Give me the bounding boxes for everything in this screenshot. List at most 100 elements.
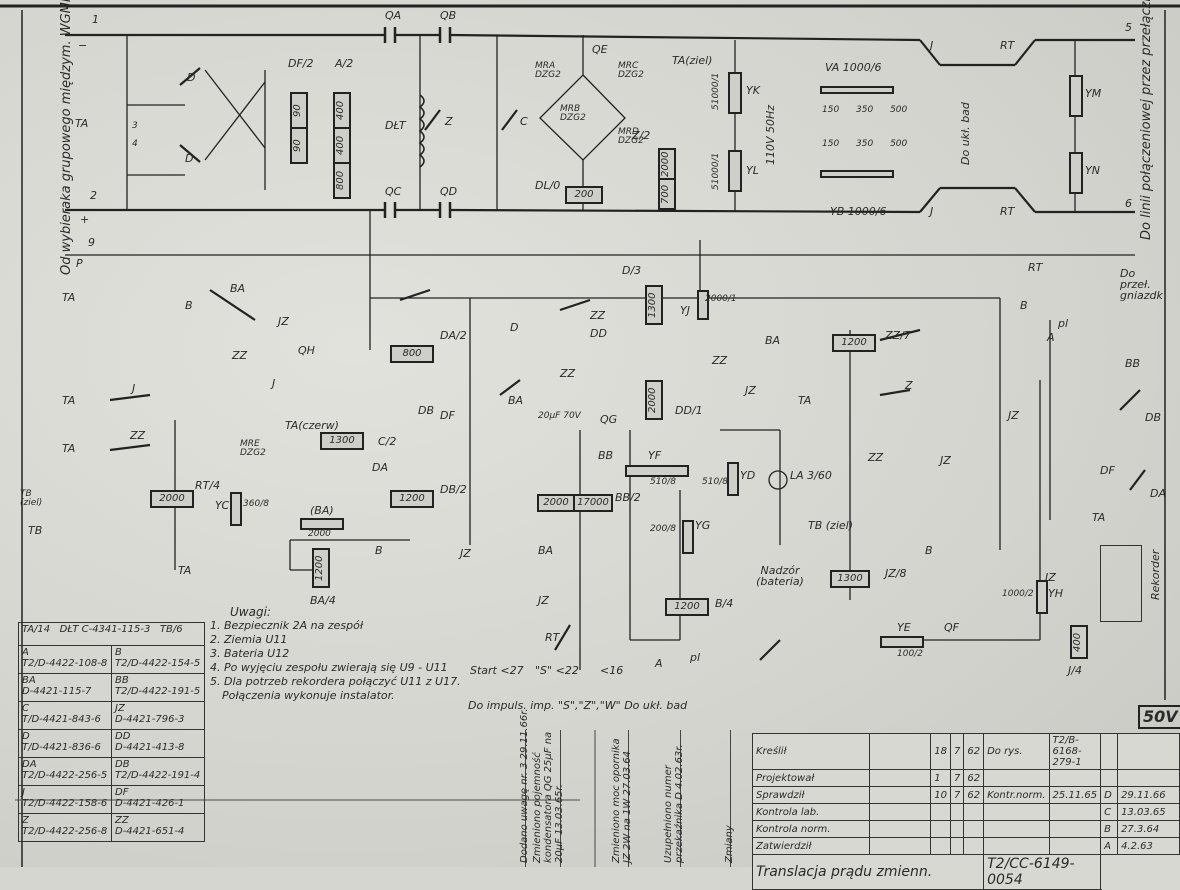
do-rys-value: T2/B-6168-279-1 (1048, 733, 1102, 770)
recorder-box (1100, 545, 1142, 622)
label-do-ukl-bad: Do ukł. bad (959, 102, 972, 165)
resistor-yl (728, 150, 742, 192)
part-id: Z (22, 815, 29, 826)
resistor-yh (1036, 580, 1048, 614)
label-qb: QB (440, 9, 457, 22)
label-tb-ziel: TB (ziel) (808, 519, 853, 532)
date-day (930, 820, 951, 838)
resistor-ba-2000 (300, 518, 344, 530)
label-d-mid: D (510, 321, 519, 334)
part-id: A (22, 647, 29, 658)
part-ref: T/D-4421-836-6 (22, 742, 101, 753)
revision-text: Dodano uwagę nr. 3 29.11.66r. (519, 708, 530, 863)
change-date: 29.11.66 (1117, 786, 1180, 804)
label-yd-value: 510/8 (702, 477, 728, 487)
resistor-db-1200: 1200 (390, 490, 434, 508)
change-letter: A (1100, 837, 1119, 855)
note-item: 1. Bezpiecznik 2A na zespół (210, 619, 363, 632)
resistor-dd-2000: 2000 (645, 380, 663, 420)
resistor-jz-1300: 1300 (830, 570, 870, 588)
date-day (930, 837, 951, 855)
part-id: J (22, 787, 25, 798)
label-mrd: MRD DZG2 (618, 127, 644, 146)
revision-strip: Zmieniono moc opornika JZ 2W na 1W 27.03… (611, 730, 669, 867)
label-df-right: DF (1100, 464, 1115, 477)
label-mrc: MRC DZG2 (618, 61, 644, 80)
change-date: 13.03.65 (1117, 803, 1180, 821)
label-dd: DD (590, 327, 607, 340)
label-qe: QE (592, 43, 608, 56)
terminal-p: P (76, 257, 83, 270)
date-month: 7 (949, 733, 965, 770)
label-ta-j: TA (62, 394, 76, 407)
terminal-plus: + (80, 213, 90, 226)
label-ye: YE (897, 621, 911, 634)
label-db-2: DB/2 (440, 483, 467, 496)
label-ba-2000: 2000 (308, 529, 331, 539)
resistor-a-400b: 400 (333, 127, 351, 164)
label-pl-right: pl (1058, 317, 1069, 330)
label-yh-value: 1000/2 (1002, 589, 1034, 599)
part-id: BB (115, 675, 129, 686)
resistor-da-800: 800 (390, 345, 434, 363)
resistor-ye (880, 636, 924, 648)
resistor-yd (727, 462, 739, 496)
label-ta-zz: TA (62, 442, 76, 455)
label-ym: YM (1085, 87, 1102, 100)
part-ref: D-4421-115-7 (22, 686, 92, 697)
voltage-badge: 50V (1138, 705, 1180, 729)
label-b-right: B (1020, 299, 1028, 312)
date-year (963, 803, 985, 821)
label-zz-mid: ZZ (590, 309, 606, 322)
label-yk: YK (746, 84, 760, 97)
label-jz: JZ (278, 315, 289, 328)
notes-title: Uwagi: (230, 605, 271, 619)
resistor-yf (625, 465, 689, 477)
change-letter: B (1100, 820, 1119, 838)
label-b-4: B/4 (715, 597, 734, 610)
label-do-impuls: Do impuls. imp. "S","Z","W" Do ukł. bad (468, 699, 688, 712)
label-j-bottom: J (930, 205, 934, 218)
label-ba-paren: (BA) (310, 504, 334, 517)
date-day: 1 (930, 769, 951, 787)
label-yn: YN (1085, 164, 1100, 177)
label-dl-0: DL/0 (535, 179, 561, 192)
label-qa: QA (385, 9, 402, 22)
label-qd: QD (440, 185, 458, 198)
terminal-5: 5 (1125, 21, 1132, 34)
terminal-9: 9 (88, 236, 95, 249)
date-day: 10 (930, 786, 951, 804)
note-item: 3. Bateria U12 (210, 647, 290, 660)
label-jz-rec: JZ (1045, 571, 1056, 584)
label-110v-50hz: 110V 50Hz (764, 104, 777, 165)
change-date: 4.2.63 (1117, 837, 1180, 855)
label-z: Z (445, 115, 453, 128)
label-yb-taps: 150 350 500 (822, 139, 908, 149)
part-ref: D-4421-426-1 (115, 798, 185, 809)
resistor-bb-17000: 17000 (573, 494, 613, 512)
label-d-3: D/3 (622, 264, 642, 277)
role-label: Zatwierdził (752, 837, 870, 855)
label-j-top: J (930, 39, 934, 52)
role-label: Projektował (752, 769, 870, 787)
label-rt-top: RT (1000, 39, 1015, 52)
part-id: DB (115, 759, 130, 770)
label-jz-left: JZ (460, 547, 471, 560)
label-mre: MRE DZG2 (240, 439, 266, 458)
label-da: DA (372, 461, 388, 474)
resistor-a-400a: 400 (333, 92, 351, 129)
label-bb-2: BB/2 (615, 491, 641, 504)
label-yh: YH (1048, 587, 1063, 600)
resistor-yc (230, 492, 242, 526)
label-yd: YD (740, 469, 756, 482)
part-ref: T2/D-4422-108-8 (22, 658, 108, 669)
label-zz-lower: ZZ (868, 451, 884, 464)
header-dlt: DŁT C-4341-115-3 (59, 624, 151, 635)
part-ref: T2/D-4422-191-4 (115, 770, 201, 781)
